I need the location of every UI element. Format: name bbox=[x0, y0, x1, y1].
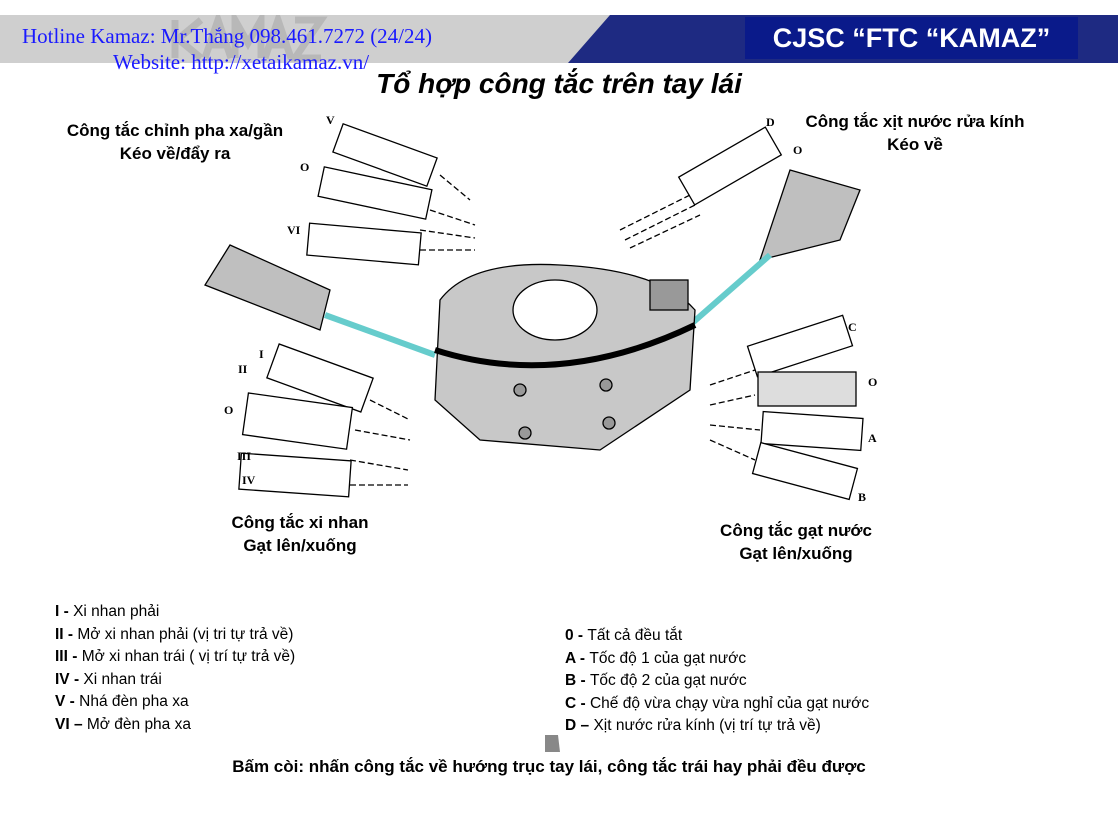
legend-item: VI – Mở đèn pha xa bbox=[55, 715, 191, 733]
website-link[interactable]: Website: http://xetaikamaz.vn/ bbox=[113, 50, 370, 74]
pos-label: B bbox=[858, 490, 867, 504]
legend-item: B - Tốc độ 2 của gạt nước bbox=[565, 672, 747, 689]
horn-note: Bấm còi: nhấn công tắc về hướng trục tay… bbox=[232, 757, 866, 776]
headlight-switch-action: Kéo về/đẩy ra bbox=[119, 144, 231, 163]
legend-item: III - Mở xi nhan trái ( vị trí tự trả về… bbox=[55, 648, 296, 665]
pos-label: A bbox=[868, 431, 877, 445]
brand-box: CJSC “FTC “KAMAZ” bbox=[745, 17, 1078, 59]
washer-switch-label: Công tắc xịt nước rửa kính bbox=[805, 112, 1025, 131]
legend-item: I - Xi nhan phải bbox=[55, 603, 160, 620]
legend-right: 0 - Tất cả đều tắt A - Tốc độ 1 của gạt … bbox=[565, 625, 869, 738]
pos-label: O bbox=[300, 160, 310, 174]
legend-item: C - Chế độ vừa chạy vừa nghỉ của gạt nướ… bbox=[565, 694, 870, 712]
wiper-switch-label: Công tắc gạt nước bbox=[720, 521, 872, 540]
turn-switch-action: Gạt lên/xuống bbox=[243, 536, 357, 555]
pos-label: II bbox=[238, 362, 248, 376]
page-title: Tổ hợp công tắc trên tay lái bbox=[376, 68, 742, 99]
headlight-switch-label: Công tắc chỉnh pha xa/gần bbox=[66, 121, 284, 140]
pos-label: I bbox=[259, 347, 264, 361]
legend-left: I - Xi nhan phải II - Mở xi nhan phải (v… bbox=[55, 601, 295, 736]
pos-label: III bbox=[237, 449, 252, 463]
legend-item: 0 - Tất cả đều tắt bbox=[565, 627, 683, 644]
pos-label: D bbox=[766, 115, 775, 129]
wiper-switch-action: Gạt lên/xuống bbox=[739, 544, 853, 563]
pos-label: C bbox=[848, 320, 857, 334]
legend-item: II - Mở xi nhan phải (vị tri tự trả về) bbox=[55, 625, 294, 643]
horn-icon bbox=[545, 735, 560, 752]
hotline-text: Hotline Kamaz: Mr.Thắng 098.461.7272 (24… bbox=[22, 24, 433, 48]
pos-label: IV bbox=[242, 473, 256, 487]
legend-item: IV - Xi nhan trái bbox=[55, 670, 162, 688]
legend-item: A - Tốc độ 1 của gạt nước bbox=[565, 649, 747, 667]
kamaz-watermark bbox=[171, 15, 328, 62]
pos-label: O bbox=[868, 375, 878, 389]
pos-label: VI bbox=[287, 223, 301, 237]
pos-label: O bbox=[224, 403, 234, 417]
pos-label: O bbox=[793, 143, 803, 157]
pos-label: V bbox=[326, 113, 335, 127]
legend-item: D – Xịt nước rửa kính (vị trí tự trả về) bbox=[565, 717, 821, 734]
washer-switch-action: Kéo về bbox=[887, 135, 943, 154]
legend-item: V - Nhá đèn pha xa bbox=[55, 693, 189, 710]
turn-switch-label: Công tắc xi nhan bbox=[231, 513, 369, 532]
